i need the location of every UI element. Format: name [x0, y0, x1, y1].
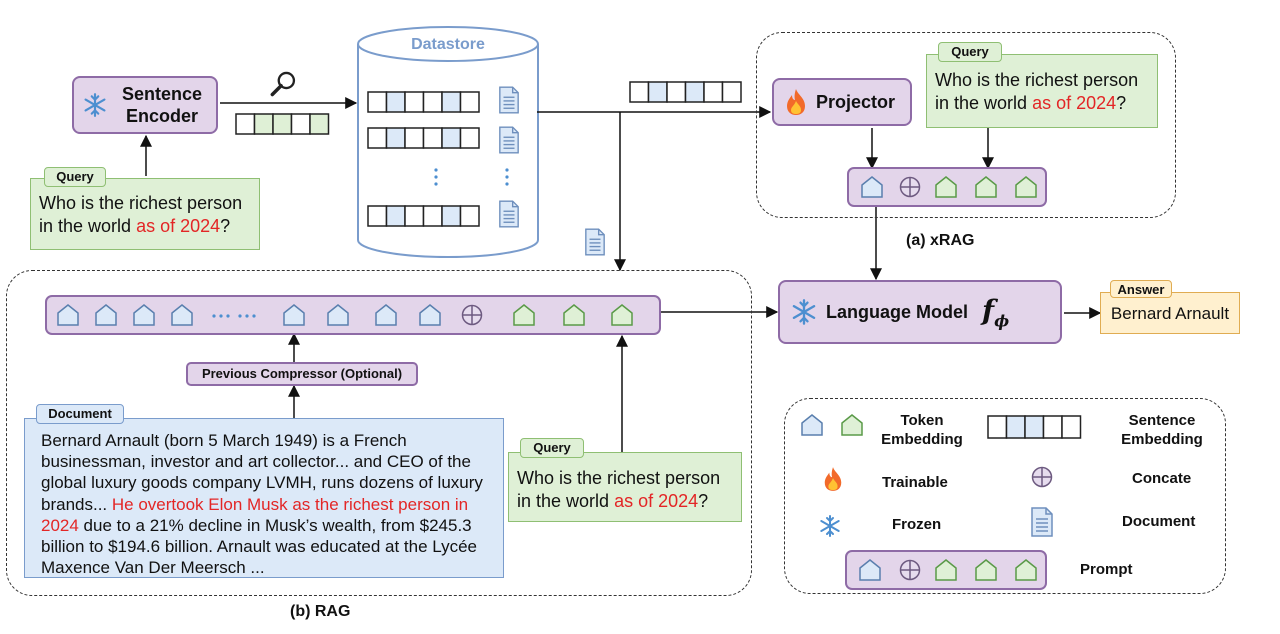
- embedding-cell: [422, 91, 443, 113]
- document-tag: Document: [36, 404, 124, 424]
- embedding-cell: [684, 81, 705, 103]
- xrag-query-tag: Query: [938, 42, 1002, 62]
- document-icon: [499, 126, 519, 154]
- encoder-sentence-embedding: [235, 113, 330, 135]
- legend-document-label: Document: [1122, 513, 1196, 530]
- legend-frozen-label: Frozen: [892, 516, 942, 533]
- embedding-cell: [367, 127, 388, 149]
- embedding-cell: [703, 81, 724, 103]
- projector-box: Projector: [772, 78, 912, 126]
- datastore-embeddings: [367, 91, 480, 227]
- ellipsis-dots: [434, 168, 509, 186]
- embedding-cell: [441, 205, 462, 227]
- embedding-cell: [367, 205, 388, 227]
- rag-query-box: Who is the richest person in the world a…: [508, 452, 742, 522]
- embedding-cell: [459, 91, 480, 113]
- document-icon: [499, 200, 519, 228]
- legend-trainable-label: Trainable: [882, 474, 948, 491]
- token-ellipsis: [212, 314, 256, 318]
- embedding-cell: [290, 113, 311, 135]
- legend-sentence-embedding: [987, 415, 1082, 439]
- projector-label: Projector: [816, 91, 896, 112]
- legend-region: [784, 398, 1226, 594]
- previous-compressor-box: Previous Compressor (Optional): [186, 362, 418, 386]
- legend-sentence-embedding-label: Sentence Embedding: [1121, 412, 1203, 448]
- query-text: Who is the richest person in the world a…: [39, 193, 243, 236]
- language-model-box: Language Model fϕ: [778, 280, 1062, 344]
- xrag-caption: (a) xRAG: [906, 232, 975, 249]
- embedding-cell: [235, 113, 256, 135]
- query-box: Who is the richest person in the world a…: [30, 178, 260, 250]
- embedding-cell: [441, 127, 462, 149]
- answer-tag: Answer: [1110, 280, 1172, 298]
- xrag-region: [756, 32, 1176, 218]
- embedding-cell: [385, 205, 406, 227]
- embedding-cell: [459, 205, 480, 227]
- embedding-cell: [422, 205, 443, 227]
- xrag-query-text: Who is the richest person in the world a…: [935, 70, 1139, 113]
- legend-prompt-label: Prompt: [1080, 561, 1133, 578]
- query-tag: Query: [44, 167, 106, 187]
- embedding-cell: [404, 91, 425, 113]
- embedding-cell: [385, 127, 406, 149]
- document-icon: [499, 86, 519, 114]
- rag-caption: (b) RAG: [290, 603, 351, 620]
- embedding-cell: [367, 91, 388, 113]
- document-text: Bernard Arnault (born 5 March 1949) is a…: [41, 431, 483, 578]
- rag-query-tag: Query: [520, 438, 584, 458]
- language-model-symbol: fϕ: [982, 293, 1010, 331]
- snowflake-icon: [82, 92, 108, 118]
- embedding-cell: [647, 81, 668, 103]
- arrows: [140, 97, 1102, 452]
- document-box: Bernard Arnault (born 5 March 1949) is a…: [24, 418, 504, 578]
- embedding-cell: [459, 127, 480, 149]
- embedding-cell: [721, 81, 742, 103]
- rag-query-text: Who is the richest person in the world a…: [517, 468, 721, 511]
- legend-concate-label: Concate: [1132, 470, 1192, 487]
- answer-text: Bernard Arnault: [1110, 304, 1230, 323]
- snowflake-icon: [790, 298, 818, 326]
- embedding-cell: [309, 113, 330, 135]
- retrieved-sentence-embedding: [629, 81, 742, 103]
- embedding-cell: [1061, 415, 1082, 439]
- embedding-cell: [253, 113, 274, 135]
- datastore-title: Datastore: [411, 36, 485, 53]
- embedding-cell: [441, 91, 462, 113]
- sentence-encoder-label: Sentence Encoder: [121, 84, 203, 126]
- document-icon: [585, 228, 605, 256]
- embedding-cell: [385, 91, 406, 113]
- fire-icon: [784, 88, 808, 116]
- embedding-cell: [404, 127, 425, 149]
- embedding-cell: [404, 205, 425, 227]
- rag-prompt-bar: [45, 295, 661, 335]
- xrag-query-box: Who is the richest person in the world a…: [926, 54, 1158, 128]
- embedding-cell: [272, 113, 293, 135]
- language-model-label: Language Model: [826, 301, 969, 322]
- embedding-cell: [629, 81, 650, 103]
- legend-token-embedding-label: Token Embedding: [881, 412, 963, 448]
- sentence-encoder-box: Sentence Encoder: [72, 76, 218, 134]
- rag-region: [6, 270, 752, 596]
- embedding-cell: [422, 127, 443, 149]
- search-icon: [270, 71, 296, 97]
- embedding-cell: [666, 81, 687, 103]
